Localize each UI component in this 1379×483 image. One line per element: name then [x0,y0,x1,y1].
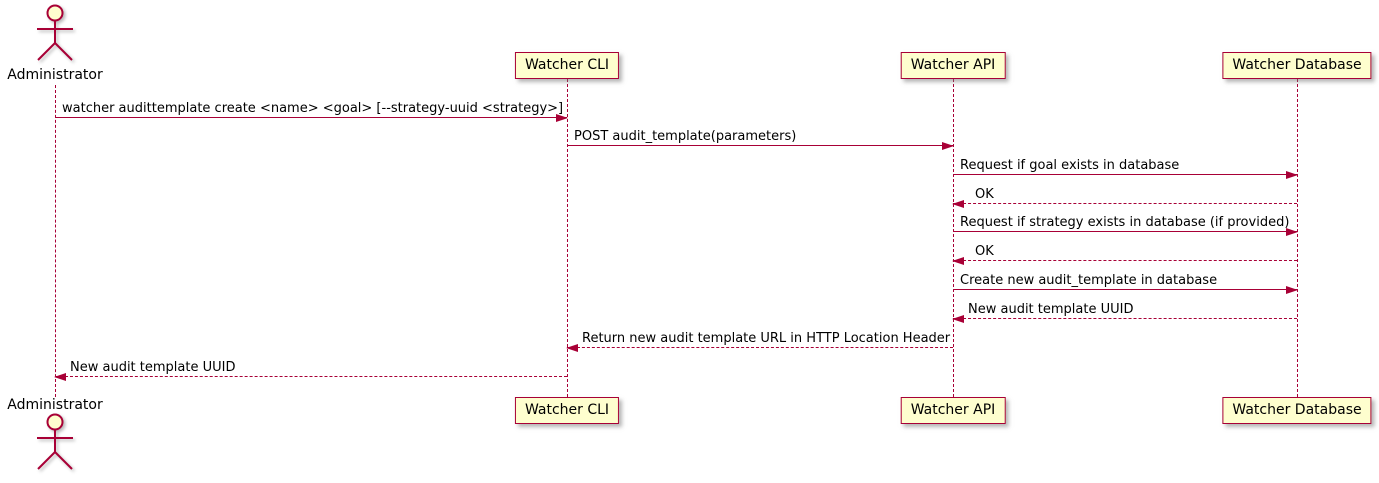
message-new-audit-template-uuid-db: New audit template UUID [952,298,1297,323]
message-line [953,289,1297,290]
message-label: Request if goal exists in database [960,158,1180,173]
actor-label-bottom: Administrator [7,397,103,413]
arrowhead-icon [952,257,964,265]
message-request-strategy-exists: Request if strategy exists in database (… [953,211,1298,236]
arrowhead-icon [54,373,66,381]
message-label: Return new audit template URL in HTTP Lo… [582,331,951,346]
message-ok-goal: OK [952,183,1297,208]
arrowhead-icon [1286,171,1298,179]
message-create-audit-template-db: Create new audit_template in database [953,269,1298,294]
message-line [953,318,1297,319]
message-line [567,347,953,348]
message-label: New audit template UUID [968,302,1134,317]
arrowhead-icon [566,344,578,352]
message-label: Create new audit_template in database [960,273,1218,288]
participant-watcher-cli-bottom: Watcher CLI [514,397,620,425]
message-label: watcher audittemplate create <name> <goa… [62,101,564,116]
arrowhead-icon [1286,228,1298,236]
actor-label-top: Administrator [7,67,103,83]
message-request-goal-exists: Request if goal exists in database [953,154,1298,179]
message-new-audit-template-uuid-admin: New audit template UUID [54,356,567,381]
message-line [953,174,1297,175]
message-label: New audit template UUID [70,360,236,375]
message-return-url-location-header: Return new audit template URL in HTTP Lo… [566,327,953,352]
message-line [953,203,1297,204]
participant-watcher-api-top: Watcher API [900,52,1006,80]
message-label: OK [975,244,994,259]
participant-watcher-database-bottom: Watcher Database [1222,397,1372,425]
message-line [55,117,567,118]
lifeline-watcher-api [953,79,954,397]
participant-watcher-database-top: Watcher Database [1222,52,1372,80]
arrowhead-icon [556,114,568,122]
lifeline-watcher-database [1297,79,1298,397]
actor-icon [37,4,73,61]
lifeline-watcher-cli [567,79,568,397]
message-label: POST audit_template(parameters) [574,129,797,144]
arrowhead-icon [952,315,964,323]
arrowhead-icon [942,142,954,150]
participant-watcher-api-bottom: Watcher API [900,397,1006,425]
actor-icon [37,413,73,470]
message-line [953,260,1297,261]
message-line [567,145,953,146]
lifeline-administrator [55,85,56,397]
message-line [953,231,1297,232]
arrowhead-icon [1286,286,1298,294]
message-post-audit-template: POST audit_template(parameters) [567,125,954,150]
message-create-audittemplate: watcher audittemplate create <name> <goa… [55,97,568,122]
message-ok-strategy: OK [952,240,1297,265]
message-line [55,376,567,377]
participant-watcher-cli-top: Watcher CLI [514,52,620,80]
message-label: OK [975,187,994,202]
message-label: Request if strategy exists in database (… [960,215,1290,230]
arrowhead-icon [952,200,964,208]
